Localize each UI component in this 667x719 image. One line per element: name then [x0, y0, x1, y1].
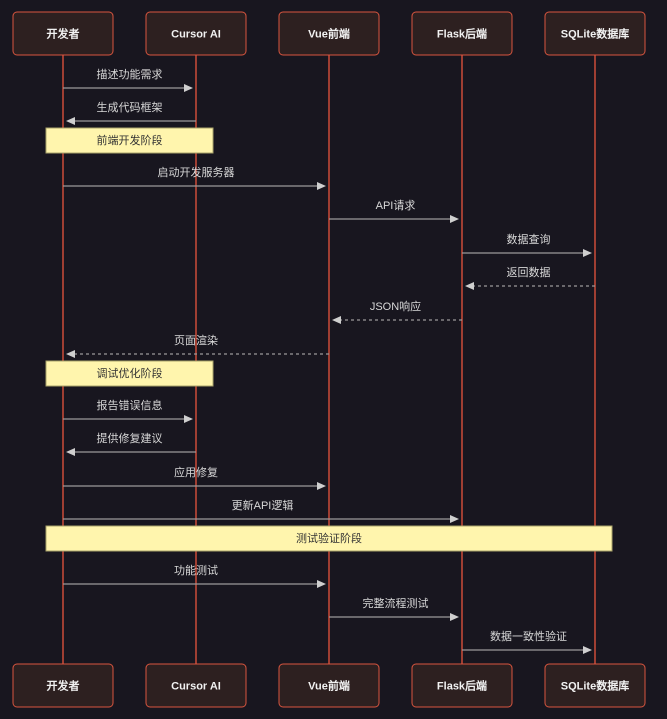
message-label: 页面渲染	[174, 333, 218, 347]
actor-label: 开发者	[47, 678, 80, 692]
actor-box	[12, 663, 114, 708]
arrowhead-icon	[317, 580, 326, 588]
message-17: 数据一致性验证	[462, 629, 592, 654]
message-label: 更新API逻辑	[232, 498, 294, 512]
message-6: 返回数据	[465, 265, 595, 290]
note-label: 调试优化阶段	[97, 366, 163, 380]
message-5: 数据查询	[462, 232, 592, 257]
actor-cursor-top[interactable]: Cursor AI	[145, 11, 247, 56]
note-2: 前端开发阶段	[45, 127, 214, 154]
message-15: 功能测试	[63, 563, 326, 588]
message-label: 功能测试	[174, 563, 218, 577]
actor-label: Cursor AI	[171, 680, 221, 692]
message-label: 描述功能需求	[97, 67, 163, 81]
arrowhead-icon	[465, 282, 474, 290]
message-7: JSON响应	[332, 299, 462, 324]
actor-label: Vue前端	[308, 26, 350, 40]
note-9: 调试优化阶段	[45, 360, 214, 387]
arrowhead-icon	[66, 350, 75, 358]
message-label: 完整流程测试	[363, 596, 429, 610]
actor-label: Flask后端	[437, 678, 487, 692]
message-8: 页面渲染	[66, 333, 329, 358]
actor-label: Cursor AI	[171, 28, 221, 40]
arrowhead-icon	[66, 117, 75, 125]
actor-flask-bottom[interactable]: Flask后端	[411, 663, 513, 708]
message-label: 数据一致性验证	[490, 629, 567, 643]
message-label: 提供修复建议	[97, 431, 163, 445]
arrowhead-icon	[184, 415, 193, 423]
actor-vue-top[interactable]: Vue前端	[278, 11, 380, 56]
arrowhead-icon	[317, 482, 326, 490]
message-12: 应用修复	[63, 465, 326, 490]
message-1: 生成代码框架	[66, 100, 196, 125]
actor-label: Vue前端	[308, 678, 350, 692]
actor-box	[411, 11, 513, 56]
message-label: JSON响应	[370, 299, 421, 313]
message-10: 报告错误信息	[63, 398, 193, 423]
actor-box	[145, 11, 247, 56]
message-label: 返回数据	[507, 265, 551, 279]
actor-box	[544, 11, 646, 56]
actor-dev-bottom[interactable]: 开发者	[12, 663, 114, 708]
actor-flask-top[interactable]: Flask后端	[411, 11, 513, 56]
note-label: 前端开发阶段	[97, 133, 163, 147]
message-13: 更新API逻辑	[63, 498, 459, 523]
note-box	[45, 360, 214, 387]
lifelines	[62, 55, 596, 664]
actors-bottom: 开发者 Cursor AI Vue前端 Flask后端 SQLite数据库	[12, 663, 646, 708]
actor-sqlite-top[interactable]: SQLite数据库	[544, 11, 646, 56]
message-3: 启动开发服务器	[63, 165, 326, 190]
note-box	[45, 127, 214, 154]
actor-label: Flask后端	[437, 26, 487, 40]
arrowhead-icon	[450, 215, 459, 223]
message-label: API请求	[376, 199, 416, 212]
actor-box	[12, 11, 114, 56]
actor-dev-top[interactable]: 开发者	[12, 11, 114, 56]
actor-box	[411, 663, 513, 708]
message-label: 生成代码框架	[97, 100, 163, 114]
arrowhead-icon	[332, 316, 341, 324]
actor-label: 开发者	[47, 26, 80, 40]
note-label: 测试验证阶段	[296, 531, 362, 545]
note-14: 测试验证阶段	[45, 525, 613, 552]
arrowhead-icon	[450, 613, 459, 621]
arrowhead-icon	[184, 84, 193, 92]
actor-box	[145, 663, 247, 708]
message-label: 启动开发服务器	[158, 165, 235, 179]
actor-sqlite-bottom[interactable]: SQLite数据库	[544, 663, 646, 708]
note-box	[45, 525, 613, 552]
arrowhead-icon	[66, 448, 75, 456]
actor-cursor-bottom[interactable]: Cursor AI	[145, 663, 247, 708]
actor-label: SQLite数据库	[561, 26, 629, 40]
arrowhead-icon	[583, 646, 592, 654]
actor-label: SQLite数据库	[561, 678, 629, 692]
message-16: 完整流程测试	[329, 596, 459, 621]
message-label: 报告错误信息	[97, 398, 163, 412]
message-label: 数据查询	[507, 232, 551, 246]
arrowhead-icon	[317, 182, 326, 190]
arrowhead-icon	[450, 515, 459, 523]
actor-box	[544, 663, 646, 708]
actor-box	[278, 11, 380, 56]
message-11: 提供修复建议	[66, 431, 196, 456]
message-0: 描述功能需求	[63, 67, 193, 92]
actor-vue-bottom[interactable]: Vue前端	[278, 663, 380, 708]
actors-top: 开发者 Cursor AI Vue前端 Flask后端 SQLite数据库	[12, 11, 646, 56]
message-label: 应用修复	[174, 465, 218, 479]
actor-box	[278, 663, 380, 708]
message-4: API请求	[329, 199, 459, 223]
arrowhead-icon	[583, 249, 592, 257]
